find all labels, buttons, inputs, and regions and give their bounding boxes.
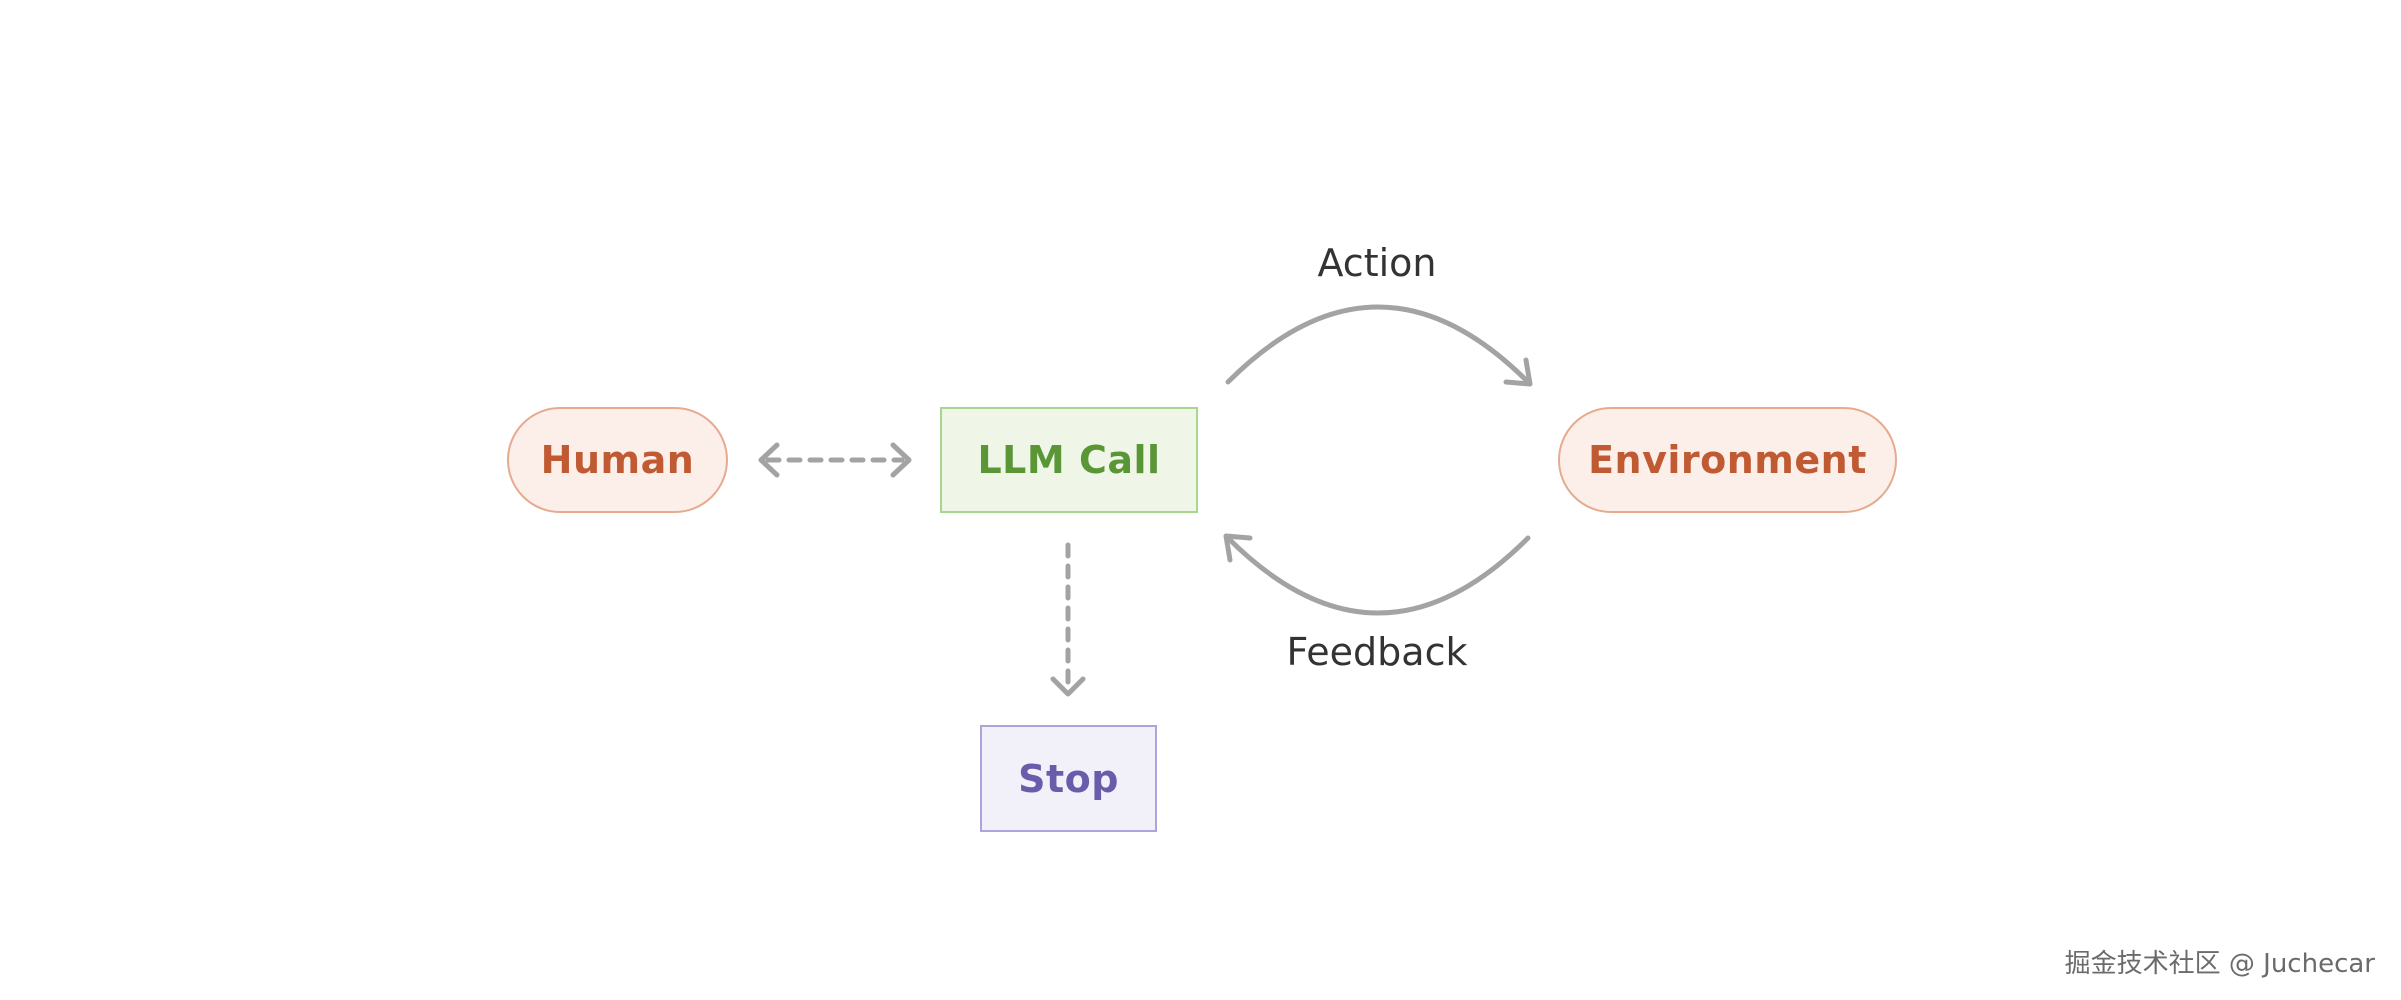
- stop-node: Stop: [980, 725, 1157, 832]
- action-arrowhead: [1503, 357, 1533, 387]
- feedback-arrowhead: [1223, 533, 1253, 563]
- llm-stop-arrow: [1050, 542, 1086, 697]
- human-llm-arrow: [758, 442, 912, 478]
- llm-call-node-label: LLM Call: [977, 438, 1161, 482]
- feedback-arc: [1225, 535, 1531, 616]
- environment-node-label: Environment: [1588, 438, 1867, 482]
- watermark: 掘金技术社区 @ Juchecar: [2064, 949, 2375, 979]
- action-label: Action: [1317, 241, 1437, 285]
- feedback-label: Feedback: [1286, 630, 1468, 674]
- arrowhead-down: [1050, 676, 1086, 697]
- human-node: Human: [507, 407, 728, 513]
- action-arrow: [1225, 304, 1533, 387]
- stop-node-label: Stop: [1018, 756, 1119, 801]
- human-node-label: Human: [540, 438, 695, 482]
- feedback-arrow: [1223, 533, 1531, 616]
- action-arc: [1225, 304, 1531, 385]
- arrowhead-right: [890, 442, 912, 478]
- environment-node: Environment: [1558, 407, 1897, 513]
- arrowhead-left: [758, 442, 780, 478]
- llm-call-node: LLM Call: [940, 407, 1198, 513]
